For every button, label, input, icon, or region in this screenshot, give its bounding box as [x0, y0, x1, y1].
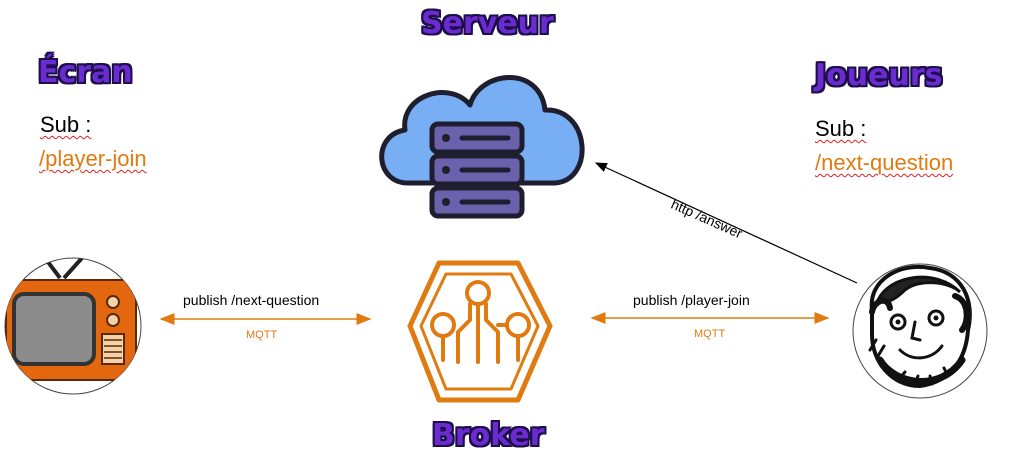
screen-title: Écran — [38, 55, 133, 90]
screen-sub-topic: /player-join — [39, 146, 147, 171]
players-sub-topic: /next-question — [815, 150, 954, 175]
cloud-server-icon — [379, 75, 585, 219]
players-sub-label: Sub : — [815, 116, 867, 141]
left-protocol-label: MQTT — [246, 329, 278, 341]
right-protocol-label: MQTT — [694, 328, 726, 340]
server-title: Serveur — [421, 6, 554, 41]
http-answer-arrow — [594, 162, 858, 284]
left-publish-label: publish /next-question — [183, 292, 320, 308]
broker-title: Broker — [432, 418, 545, 453]
broker-icon — [407, 260, 553, 403]
players-title: Joueurs — [815, 58, 943, 93]
screen-sub-label: Sub : — [40, 112, 92, 137]
tv-icon — [4, 257, 142, 395]
right-publish-label: publish /player-join — [633, 292, 750, 308]
player-avatar-icon — [852, 263, 988, 399]
